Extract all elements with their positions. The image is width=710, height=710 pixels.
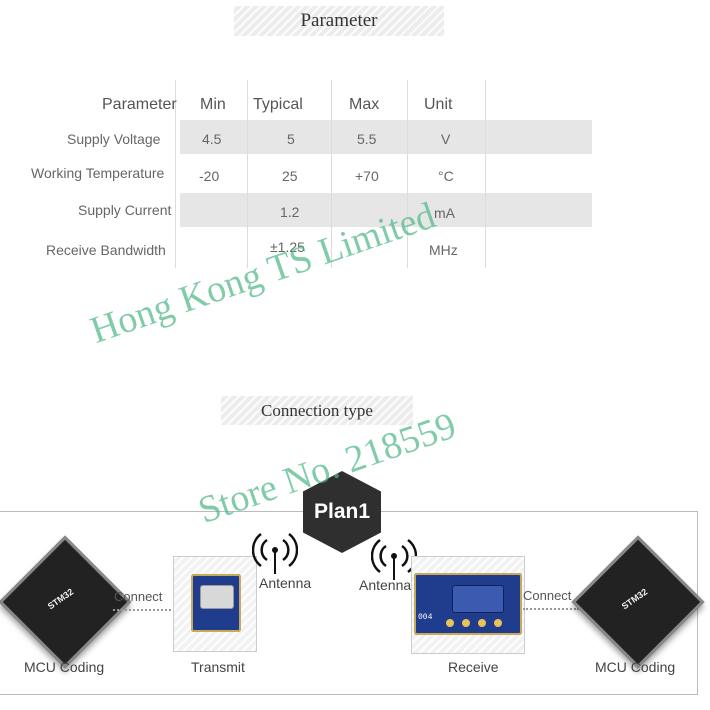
- column-divider: [247, 80, 248, 268]
- row-unit: V: [441, 131, 451, 147]
- receive-chip-area: [452, 585, 504, 613]
- antenna-left-icon: [252, 533, 298, 574]
- row-typical: 1.2: [280, 204, 300, 220]
- connection-banner-title: Connection type: [261, 400, 373, 420]
- header-min: Min: [200, 96, 226, 113]
- pin-pad: [446, 619, 454, 627]
- connect-left-label: Connect: [114, 589, 163, 604]
- header-typical: Typical: [253, 96, 303, 113]
- antenna-right-label: Antenna: [359, 577, 412, 593]
- transmit-label: Transmit: [191, 659, 245, 675]
- pin-pad: [478, 619, 486, 627]
- parameter-banner-title: Parameter: [300, 10, 378, 31]
- transmit-crystal: [200, 585, 234, 609]
- receive-label: Receive: [448, 659, 499, 675]
- column-divider: [331, 80, 332, 268]
- row-min: -20: [199, 168, 220, 184]
- row-name: Receive Bandwidth: [46, 242, 166, 258]
- transmit-module-frame: [173, 556, 257, 652]
- row-name: Supply Voltage: [67, 131, 161, 147]
- header-unit: Unit: [424, 96, 453, 113]
- row-unit: mA: [434, 205, 455, 221]
- row-typical: 5: [287, 131, 295, 147]
- row-bg-supply-current: [180, 193, 592, 227]
- connect-left-line: [113, 609, 171, 611]
- row-min: 4.5: [202, 131, 222, 147]
- mcu-coding-left-label: MCU Coding: [24, 659, 105, 675]
- pin-pad: [494, 619, 502, 627]
- antenna-left-label: Antenna: [259, 575, 312, 591]
- row-unit: MHz: [429, 242, 458, 258]
- row-name: Supply Current: [78, 202, 172, 218]
- receive-board-text: 004: [418, 613, 433, 622]
- connect-right-line: [523, 608, 579, 610]
- mcu-coding-right-label: MCU Coding: [595, 659, 676, 675]
- row-typical: 25: [282, 168, 298, 184]
- column-divider: [407, 80, 408, 268]
- row-max: 5.5: [357, 131, 377, 147]
- parameter-banner: Parameter: [234, 6, 444, 36]
- row-name: Working Temperature: [31, 165, 165, 181]
- row-max: +70: [355, 168, 379, 184]
- header-max: Max: [349, 96, 380, 113]
- connect-right-label: Connect: [523, 588, 572, 603]
- row-unit: °C: [438, 168, 454, 184]
- plan-label: Plan1: [313, 500, 371, 523]
- column-divider: [485, 80, 486, 268]
- row-bg-supply-voltage: [180, 120, 592, 154]
- header-parameter: Parameter: [102, 96, 177, 113]
- connection-banner: Connection type: [221, 396, 413, 425]
- row-typical: ±1.25: [270, 239, 305, 255]
- column-divider: [175, 80, 176, 268]
- pin-pad: [462, 619, 470, 627]
